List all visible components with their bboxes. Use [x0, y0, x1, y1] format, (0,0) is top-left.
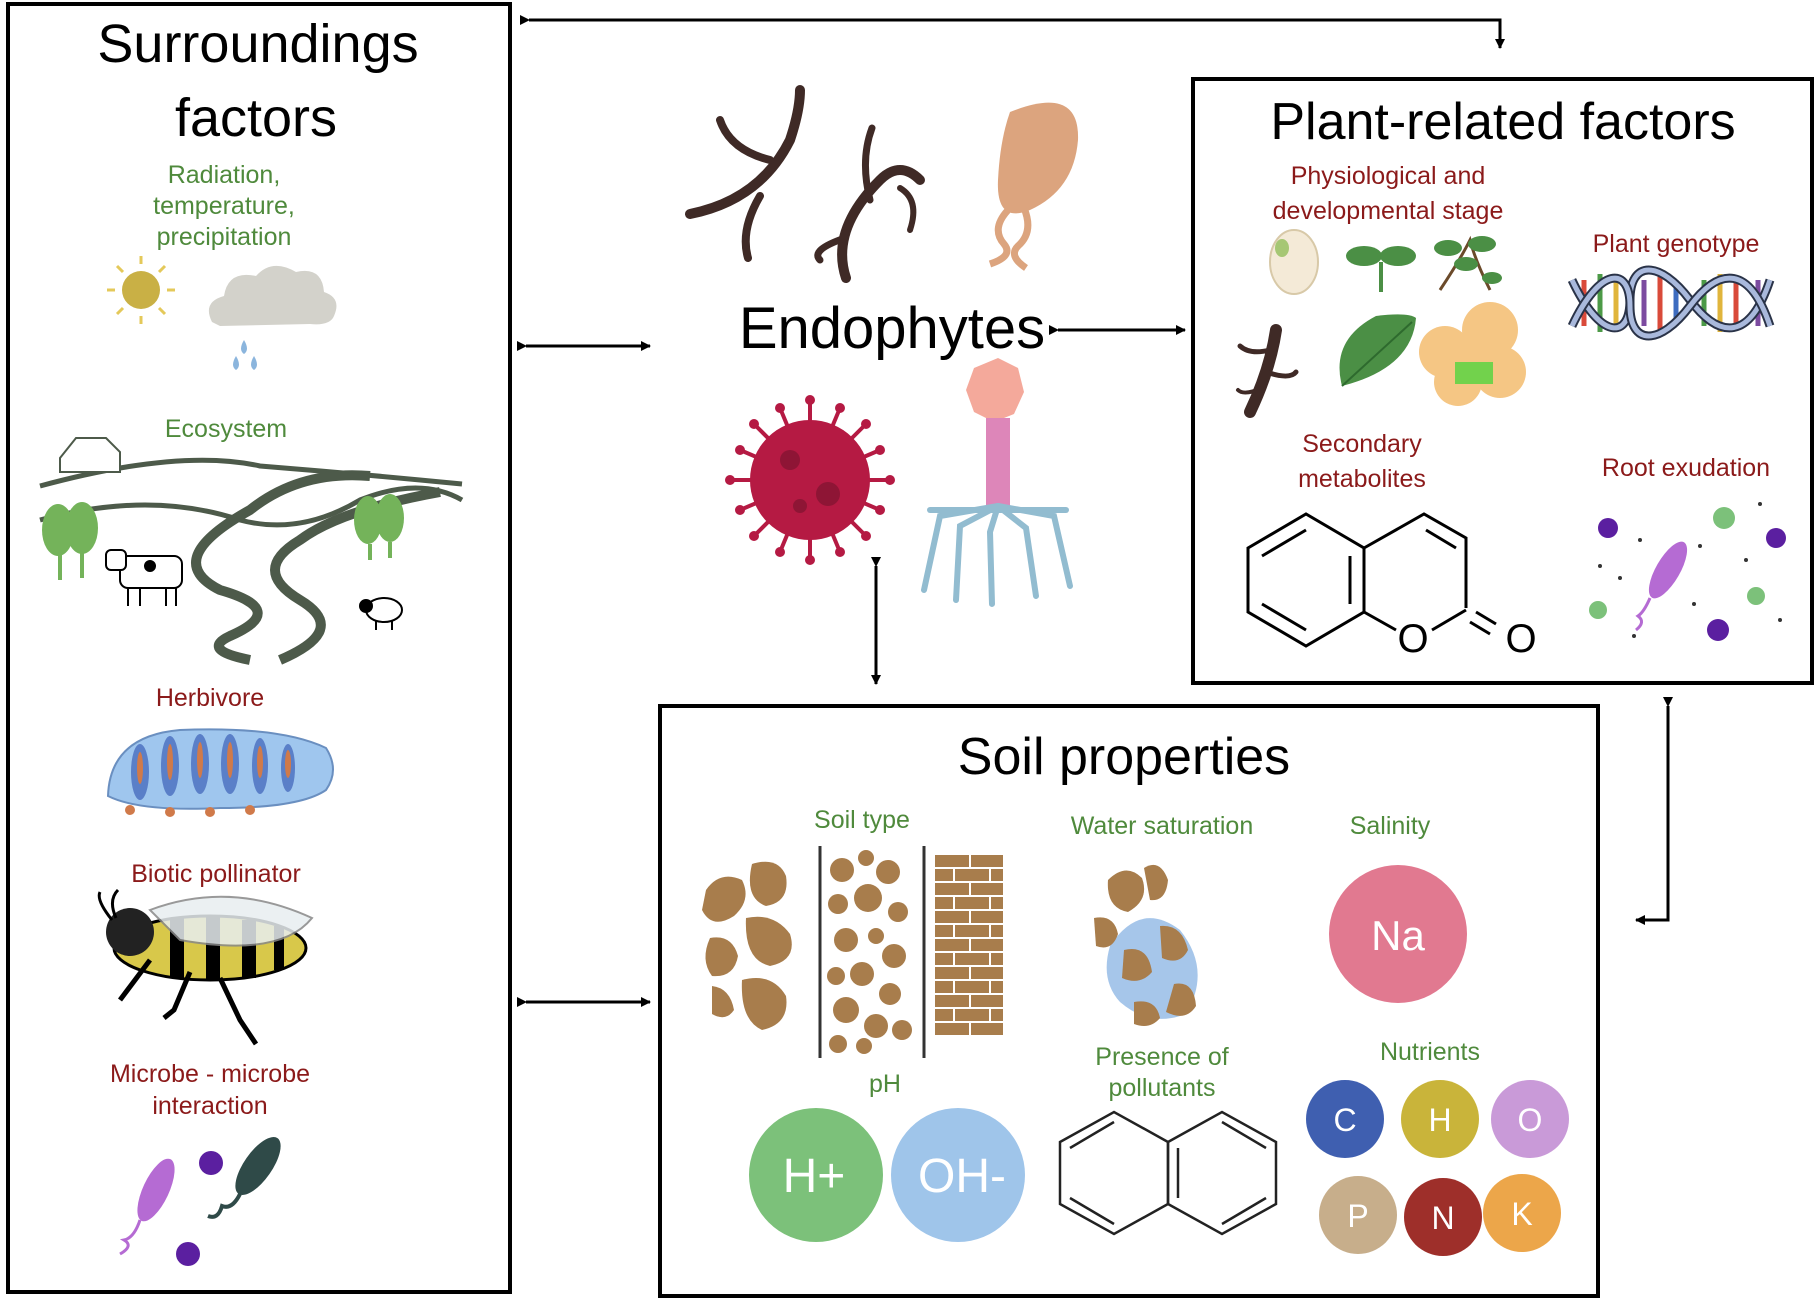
endophytes-title: Endophytes	[739, 296, 1045, 361]
plant-title: Plant-related factors	[1270, 93, 1735, 151]
genotype-label: Plant genotype	[1593, 230, 1760, 258]
plant-box	[1191, 77, 1814, 685]
nutrient-k-ball	[1483, 1174, 1561, 1252]
nutrient-c-symbol: C	[1333, 1102, 1356, 1138]
cow-icon	[105, 549, 183, 606]
sodium-icon: Na	[1329, 865, 1467, 1003]
sheep-icon	[359, 597, 403, 630]
coumarin-carbonyl-oxygen: O	[1505, 617, 1536, 661]
surroundings-title-line2: factors	[175, 88, 337, 148]
climate-label-line1: Radiation,	[168, 161, 281, 189]
soil-title: Soil properties	[958, 728, 1290, 786]
metabolites-label-line1: Secondary	[1302, 430, 1422, 458]
young-plant-icon	[1434, 235, 1502, 291]
climate-label-line3: precipitation	[157, 223, 292, 251]
flower-icon	[1419, 302, 1526, 406]
seed-icon	[1269, 229, 1319, 295]
nutrient-n-symbol: N	[1431, 1200, 1454, 1236]
nutrient-h-symbol: H	[1428, 1102, 1451, 1138]
bee-icon	[97, 888, 314, 1046]
bacterium-icon	[988, 102, 1079, 271]
rain-cloud-icon	[208, 265, 337, 370]
water-saturated-soil-icon	[1094, 864, 1198, 1026]
nutrient-n-ball	[1404, 1178, 1482, 1256]
root-icon	[1236, 324, 1299, 418]
stage-label-line1: Physiological and	[1291, 162, 1486, 190]
surroundings-title-line1: Surroundings	[97, 14, 418, 74]
pollutants-label-line1: Presence of	[1095, 1043, 1228, 1071]
herbivore-label: Herbivore	[156, 684, 264, 712]
seedling-icon	[1346, 246, 1416, 292]
climate-label-line2: temperature,	[153, 192, 295, 220]
nutrient-o-symbol: O	[1518, 1102, 1543, 1138]
pollinator-label: Biotic pollinator	[131, 860, 301, 888]
arrow-plant-soil	[1635, 697, 1673, 925]
nutrient-p-symbol: P	[1347, 1198, 1368, 1234]
ph-icon: H+ OH-	[749, 1108, 1025, 1242]
sodium-symbol: Na	[1371, 912, 1425, 959]
fungal-hyphae-icon	[685, 85, 925, 283]
nutrient-c-ball	[1306, 1080, 1384, 1158]
naphthalene-structure-icon	[1058, 1110, 1278, 1236]
pollutants-label-line2: pollutants	[1108, 1074, 1215, 1102]
leaf-icon	[1339, 314, 1416, 387]
coumarin-ring-oxygen: O	[1397, 617, 1428, 661]
arrow-surroundings-plant	[520, 15, 1505, 49]
connector-arrows	[517, 15, 1673, 1007]
ph-hydrogen-ion: H+	[783, 1150, 846, 1203]
bacteriophage-icon	[921, 358, 1073, 607]
nutrient-k-symbol: K	[1511, 1196, 1532, 1232]
soil-type-label: Soil type	[814, 806, 910, 834]
dna-icon	[1567, 265, 1775, 341]
ph-label: pH	[869, 1070, 901, 1098]
caterpillar-icon	[106, 728, 334, 817]
sun-icon	[107, 256, 175, 324]
salinity-label: Salinity	[1350, 812, 1431, 840]
ecosystem-label: Ecosystem	[165, 415, 287, 443]
soil-box	[658, 704, 1600, 1298]
stage-label-line2: developmental stage	[1273, 197, 1504, 225]
nutrient-p-ball	[1319, 1176, 1397, 1254]
nutrient-h-ball	[1401, 1080, 1479, 1158]
nutrients-grid: C H O P N K	[1306, 1080, 1569, 1256]
nutrients-label: Nutrients	[1380, 1038, 1480, 1066]
ecosystem-landscape-icon	[39, 437, 464, 665]
microbes-icon	[119, 1137, 281, 1266]
microbe-label-line1: Microbe - microbe	[110, 1060, 310, 1088]
virus-icon	[725, 395, 895, 565]
water-saturation-label: Water saturation	[1071, 812, 1253, 840]
metabolites-label-line2: metabolites	[1298, 465, 1426, 493]
microbe-label-line2: interaction	[152, 1092, 267, 1120]
coumarin-structure-icon	[1246, 512, 1497, 648]
ph-hydroxide-ion: OH-	[918, 1150, 1006, 1203]
root-exudation-icon	[1589, 502, 1786, 641]
soil-type-icon	[702, 846, 1005, 1058]
nutrient-o-ball	[1491, 1080, 1569, 1158]
surroundings-box	[6, 2, 512, 1294]
exudation-label: Root exudation	[1602, 454, 1770, 482]
